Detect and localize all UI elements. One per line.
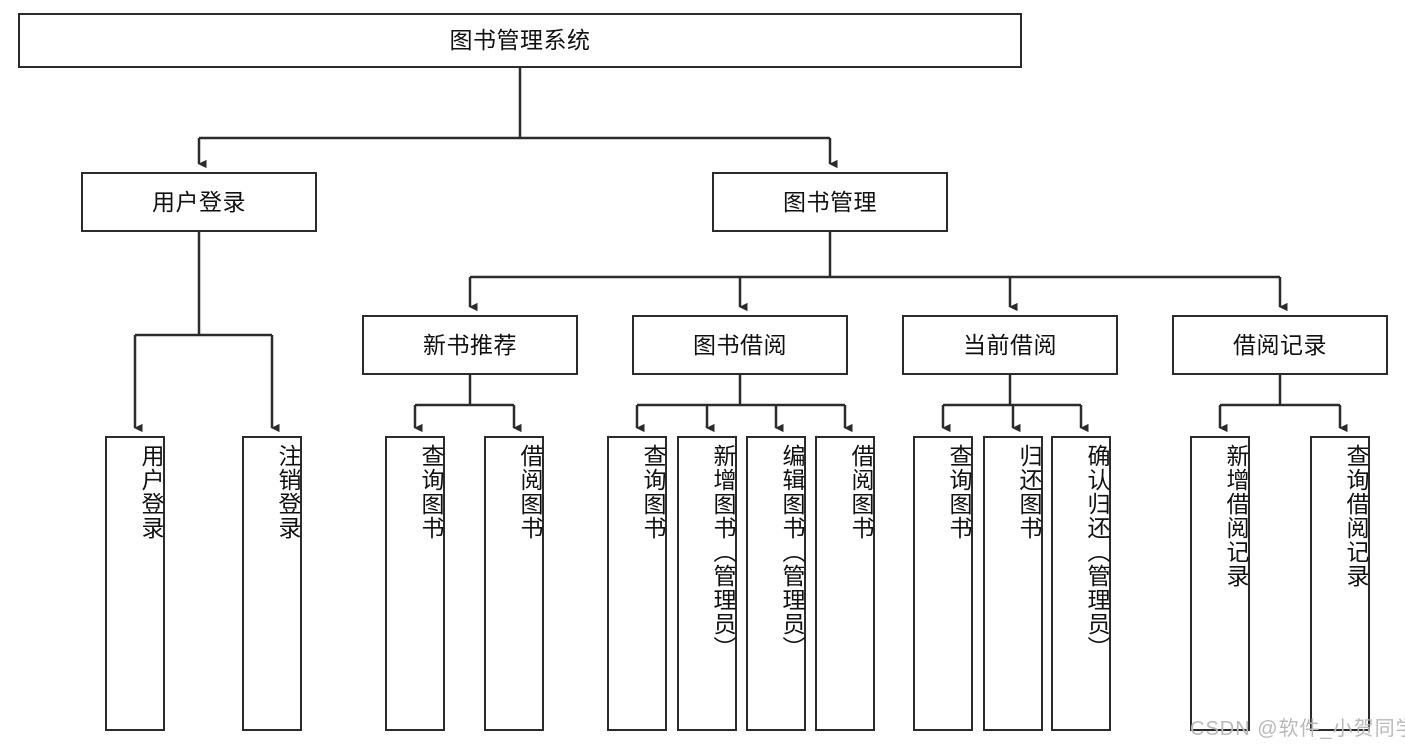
node-user-login[interactable]: 用户登录 <box>81 172 317 232</box>
node-label: 编辑图书（管理员） <box>779 444 805 660</box>
node-label: 查询图书 <box>418 444 444 540</box>
node-leaf-add-borrow-record[interactable]: 新增借阅记录 <box>1190 436 1250 731</box>
node-book-borrow[interactable]: 图书借阅 <box>632 315 848 375</box>
node-label: 查询图书 <box>946 444 972 540</box>
node-label: 注销登录 <box>275 444 301 540</box>
node-label: 归还图书 <box>1016 444 1042 540</box>
node-label: 新增图书（管理员） <box>710 444 736 660</box>
node-leaf-edit-book-admin[interactable]: 编辑图书（管理员） <box>746 436 806 731</box>
node-leaf-query-book-borrow[interactable]: 查询图书 <box>607 436 667 731</box>
node-leaf-user-logout[interactable]: 注销登录 <box>242 436 302 731</box>
node-leaf-query-borrow-record[interactable]: 查询借阅记录 <box>1310 436 1370 731</box>
node-leaf-confirm-return-admin[interactable]: 确认归还（管理员） <box>1051 436 1111 731</box>
node-label: 借阅图书 <box>848 444 874 540</box>
node-label: 新增借阅记录 <box>1223 444 1249 588</box>
node-borrow-record[interactable]: 借阅记录 <box>1172 315 1388 375</box>
node-label: 图书管理系统 <box>449 27 591 54</box>
node-label: 图书借阅 <box>693 331 787 358</box>
node-leaf-return-book[interactable]: 归还图书 <box>983 436 1043 731</box>
node-label: 当前借阅 <box>963 331 1057 358</box>
node-label: 查询图书 <box>640 444 666 540</box>
node-leaf-query-book-rec[interactable]: 查询图书 <box>385 436 445 731</box>
node-new-book-recommend[interactable]: 新书推荐 <box>362 315 578 375</box>
node-leaf-borrow-book[interactable]: 借阅图书 <box>815 436 875 731</box>
node-leaf-add-book-admin[interactable]: 新增图书（管理员） <box>677 436 737 731</box>
node-label: 借阅记录 <box>1233 331 1327 358</box>
node-root-system[interactable]: 图书管理系统 <box>18 13 1022 68</box>
node-label: 确认归还（管理员） <box>1084 444 1110 660</box>
node-label: 用户登录 <box>138 444 164 540</box>
node-book-manage[interactable]: 图书管理 <box>712 172 948 232</box>
node-label: 借阅图书 <box>517 444 543 540</box>
node-label: 新书推荐 <box>423 331 517 358</box>
node-current-borrow[interactable]: 当前借阅 <box>902 315 1118 375</box>
node-leaf-query-book-current[interactable]: 查询图书 <box>913 436 973 731</box>
node-label: 用户登录 <box>152 188 246 215</box>
node-label: 查询借阅记录 <box>1343 444 1369 588</box>
node-label: 图书管理 <box>783 188 877 215</box>
watermark-text: CSDN @软件_小贺同学 <box>1190 718 1405 740</box>
node-leaf-borrow-book-rec[interactable]: 借阅图书 <box>484 436 544 731</box>
node-leaf-user-login[interactable]: 用户登录 <box>105 436 165 731</box>
